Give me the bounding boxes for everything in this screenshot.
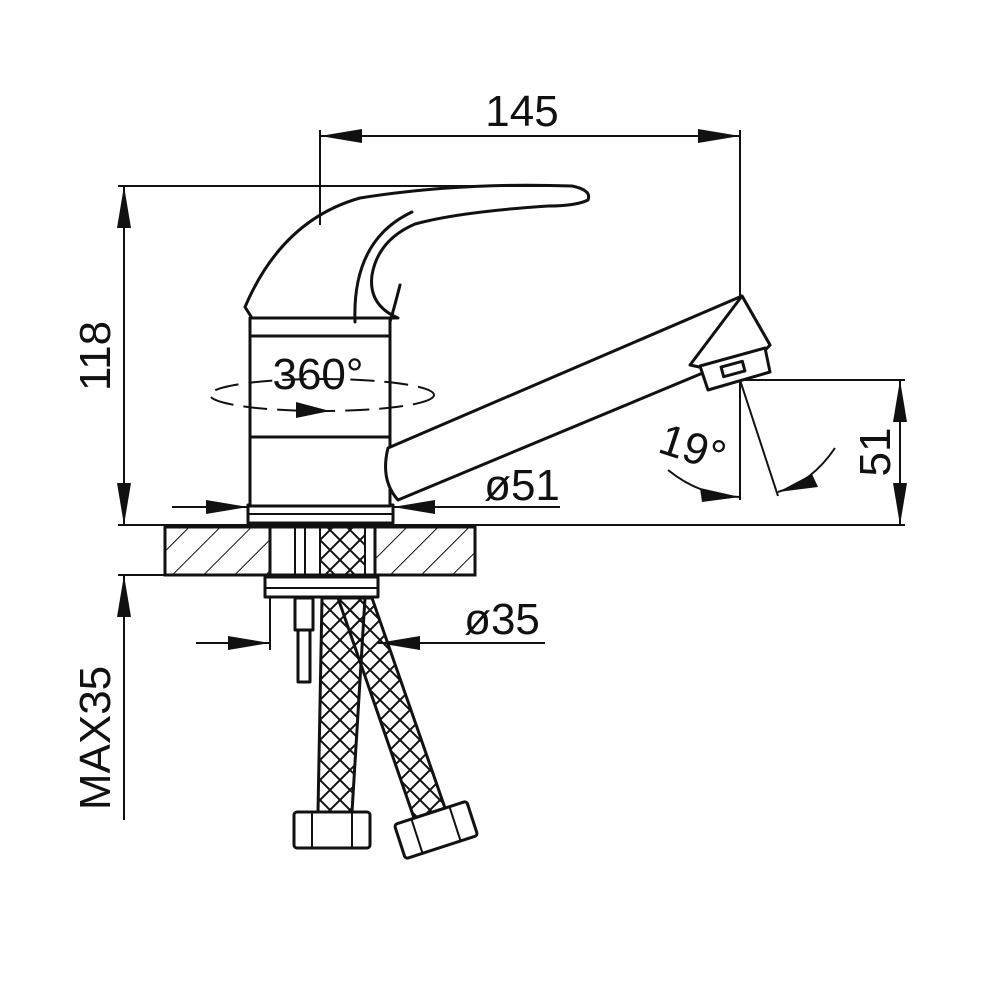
faucet-handle (243, 183, 591, 324)
label-51: 51 (851, 428, 900, 477)
label-360: 360° (272, 350, 363, 399)
mounting-stud (293, 596, 315, 684)
label-145: 145 (485, 87, 558, 136)
dim-118 (117, 185, 575, 525)
faucet-spout (384, 294, 772, 502)
countertop-section (163, 525, 477, 577)
dim-51 (742, 379, 907, 525)
label-118: 118 (71, 321, 120, 391)
dim-dia35 (196, 597, 545, 650)
faucet-body (246, 316, 395, 525)
dim-dia51 (172, 500, 560, 514)
hose-nut-left (292, 810, 372, 850)
label-dia35: ø35 (464, 595, 540, 644)
hose-nut-right (393, 800, 479, 860)
rotation-indicator (209, 378, 435, 418)
mounting-nut (263, 575, 380, 599)
dim-max35 (117, 575, 131, 820)
dim-145 (319, 129, 741, 296)
label-dia51: ø51 (484, 461, 560, 510)
label-max35: MAX35 (71, 666, 120, 810)
dim-angle-19 (667, 379, 836, 502)
label-19: 19° (653, 415, 731, 482)
